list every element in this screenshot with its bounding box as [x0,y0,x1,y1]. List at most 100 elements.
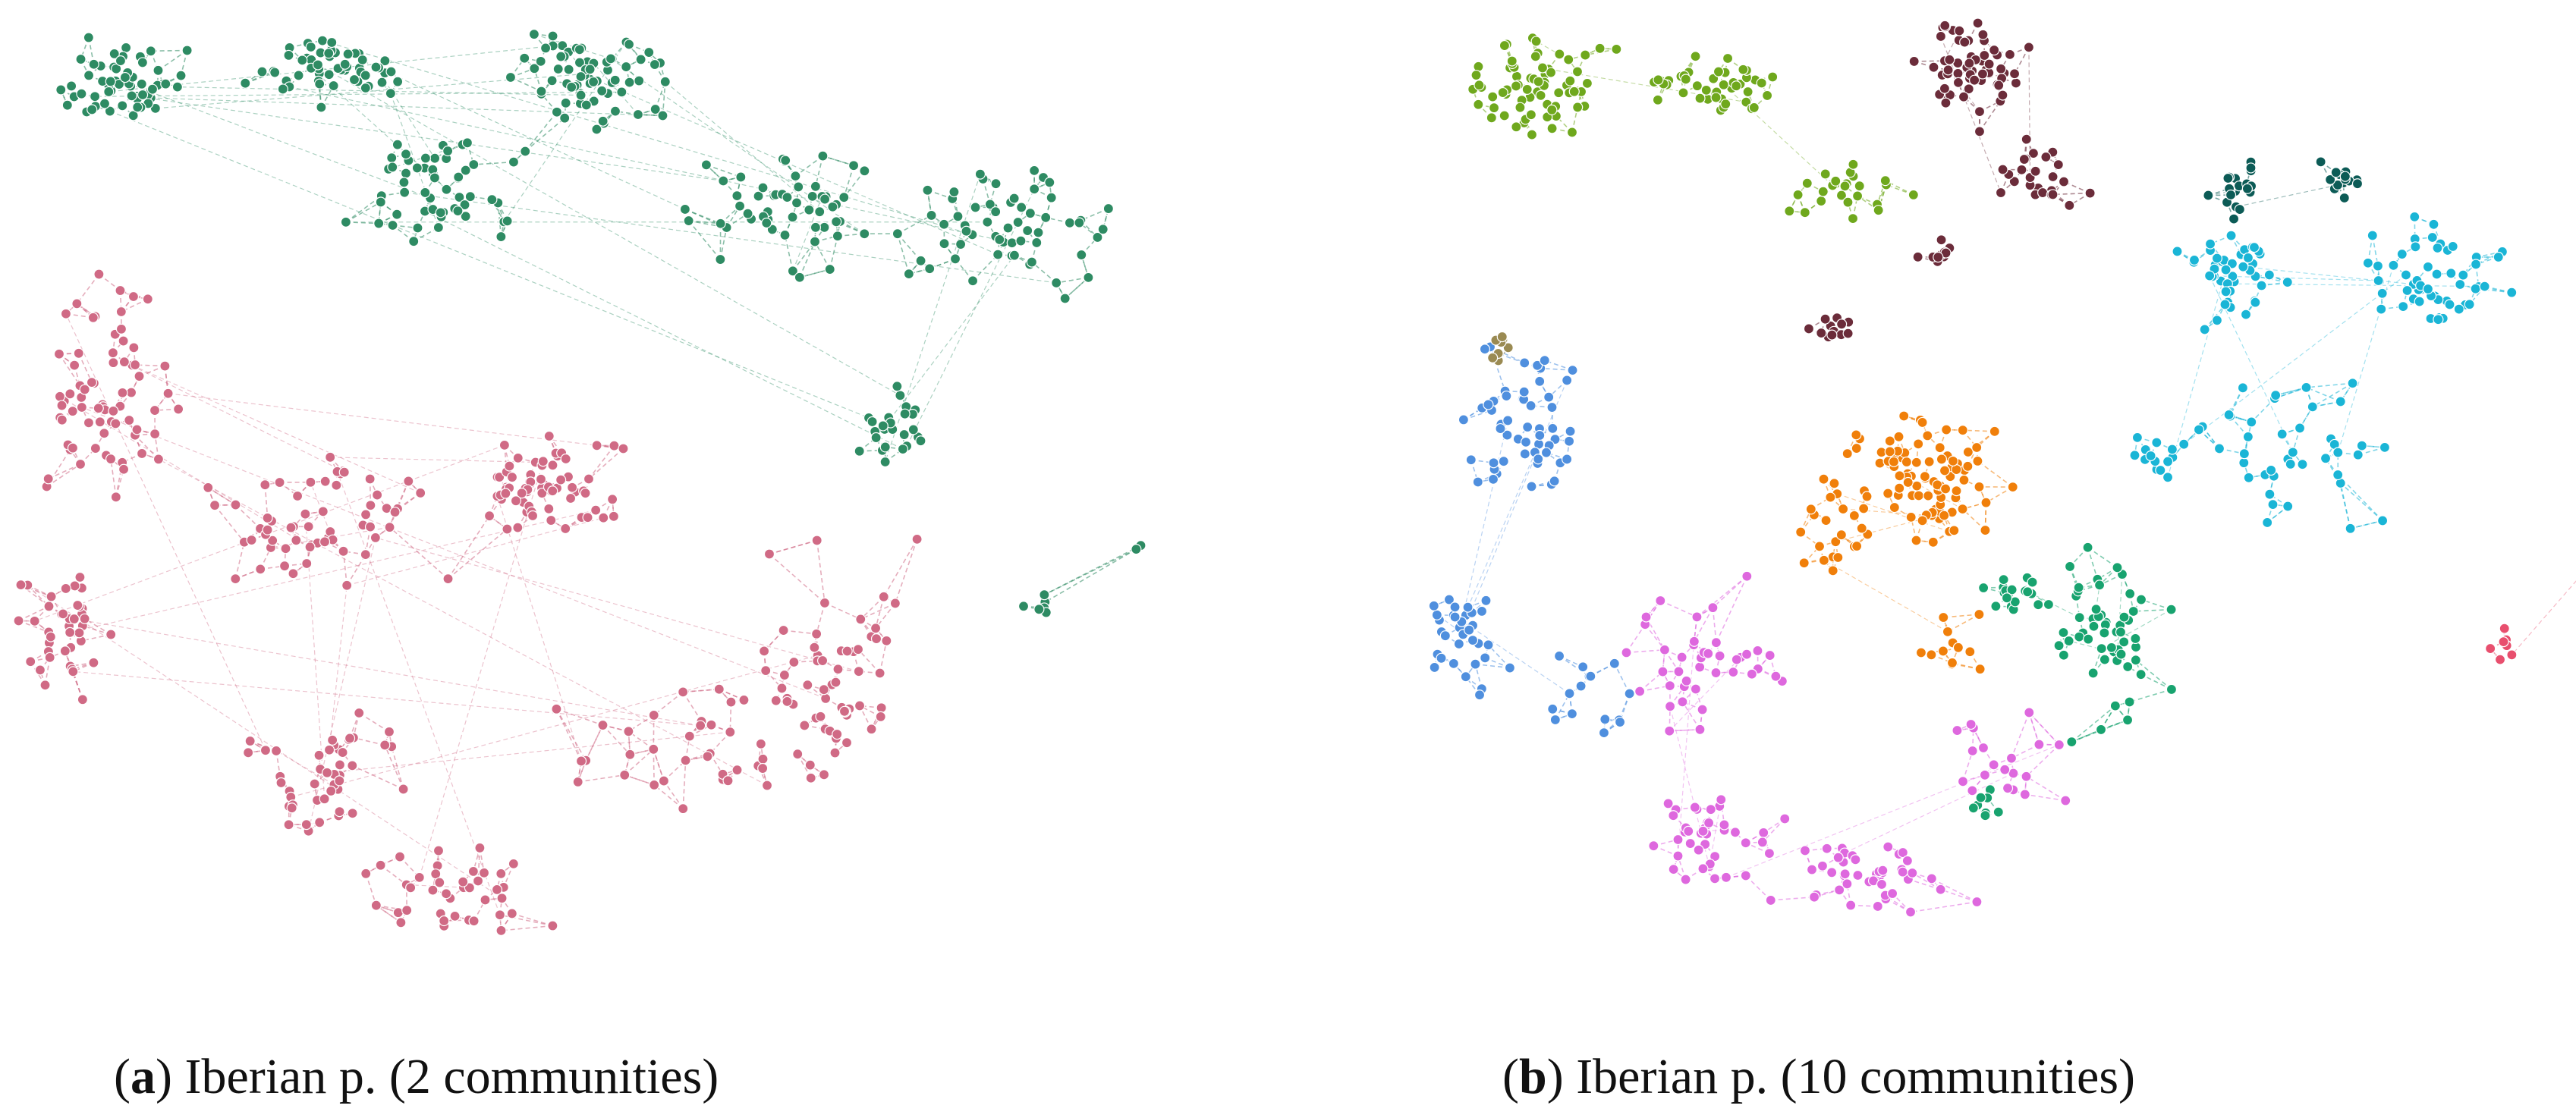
network-node [317,506,329,517]
network-node [700,159,712,171]
network-node [984,199,995,210]
network-node [312,59,324,71]
network-node [535,473,547,485]
network-edge [2167,269,2227,478]
network-node [117,100,128,111]
network-node [439,915,450,927]
network-node [618,443,629,454]
network-node [874,667,885,679]
network-edge [158,458,768,787]
network-node [528,29,540,40]
network-node [486,194,498,206]
network-node [546,75,558,86]
network-node [866,724,877,735]
network-node [314,78,326,90]
network-node [543,503,555,514]
network-node [536,488,548,499]
network-edge [2340,482,2383,522]
network-node [127,110,139,121]
network-edge [1770,896,1815,901]
network-node [459,199,470,211]
network-node [162,388,174,399]
network-node [695,720,706,731]
network-node [609,105,621,117]
network-node [283,49,294,61]
network-node [1076,249,1087,261]
network-node [659,76,671,87]
network-node [277,83,288,95]
network-node [117,387,128,398]
network-edge [2475,287,2512,294]
network-node [392,76,404,87]
network-node [137,57,148,68]
network-node [496,893,508,904]
network-edge [308,537,376,831]
network-edge [602,724,631,755]
network-node [952,211,964,222]
network-edge [2024,793,2066,802]
network-edge [264,485,269,518]
network-edge [419,461,544,878]
network-node [230,573,241,585]
network-edge [653,749,655,785]
network-node [608,510,619,522]
network-node [559,112,571,124]
network-node [262,524,273,535]
network-node [1012,216,1024,228]
network-edge [70,510,596,633]
network-node [327,734,338,746]
network-node [815,711,826,722]
network-node [580,488,591,499]
network-edge [2478,286,2512,294]
network-node [132,102,143,113]
network-graph-a [13,29,1146,936]
network-node [755,738,766,749]
network-node [274,476,285,488]
network-edge [1461,444,1540,622]
network-node [103,86,115,98]
network-node [819,193,831,205]
network-edge [555,708,582,762]
network-node [605,53,617,64]
network-node [375,196,386,208]
network-node [432,221,444,234]
network-node [142,294,153,305]
network-node [53,348,65,360]
network-node [763,548,775,560]
network-edge [394,481,410,513]
network-node [810,181,821,192]
network-edge [110,459,117,498]
network-node [275,777,287,789]
network-node [56,414,68,426]
network-edge [1696,576,1747,617]
network-edge [2227,283,2485,287]
network-node [83,417,95,429]
network-node [278,561,291,572]
network-node [799,720,810,731]
network-node [778,624,789,636]
network-node [679,203,690,215]
network-edge [326,731,731,774]
network-edge [1725,744,2060,878]
network-node [108,405,119,417]
network-node [761,217,772,229]
network-node [587,76,599,88]
network-node [824,263,835,275]
network-node [1024,208,1036,219]
network-node [173,404,184,415]
network-node [93,269,105,280]
network-node [319,536,331,548]
network-node [780,155,791,166]
network-node [1131,544,1142,555]
network-node [1002,222,1014,234]
network-edge [207,487,236,506]
network-node [516,488,527,499]
network-edge [1489,346,1525,364]
network-node [546,514,557,526]
network-node [623,726,634,737]
network-node [309,778,320,790]
network-node [429,152,441,164]
network-node [119,71,131,83]
network-node [876,702,887,714]
network-edge [792,196,823,272]
